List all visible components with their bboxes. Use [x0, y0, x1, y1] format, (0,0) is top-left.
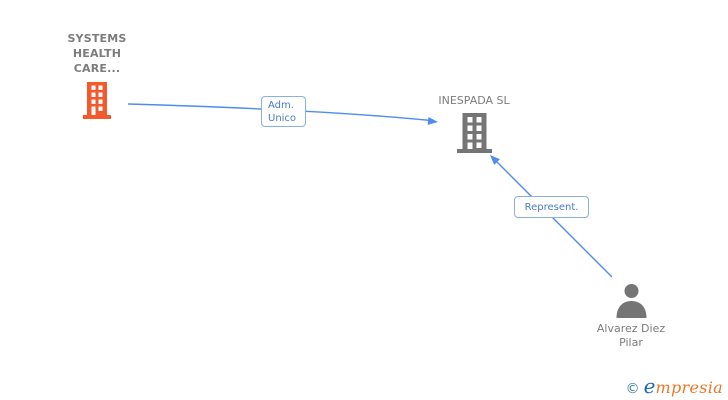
- edge-badge-adm-unico[interactable]: Adm. Unico: [261, 96, 306, 127]
- node-systems-health-care[interactable]: SYSTEMS HEALTH CARE...: [37, 31, 157, 119]
- node-inespada-sl[interactable]: INESPADA SL: [412, 93, 536, 153]
- copyright-icon: ©: [625, 381, 640, 397]
- edge-adm-unico-arrowhead: [427, 116, 438, 125]
- node-alvarez-diez-pilar[interactable]: Alvarez Diez Pilar: [570, 283, 692, 350]
- node-alvarez-diez-pilar-label: Alvarez Diez Pilar: [596, 322, 666, 349]
- node-inespada-sl-label: INESPADA SL: [438, 94, 510, 107]
- empresia-logo-initial: e: [643, 374, 656, 398]
- empresia-logo-text: mpresia: [655, 378, 723, 397]
- person-icon: [616, 284, 646, 318]
- building-icon: [456, 113, 492, 153]
- node-systems-health-care-label: SYSTEMS HEALTH CARE...: [67, 32, 127, 75]
- building-icon: [83, 82, 111, 119]
- edge-represent-line: [495, 160, 613, 278]
- empresia-logo[interactable]: © e mpresia: [625, 374, 723, 398]
- edge-represent-arrowhead: [490, 155, 500, 165]
- edge-badge-represent[interactable]: Represent.: [514, 196, 589, 218]
